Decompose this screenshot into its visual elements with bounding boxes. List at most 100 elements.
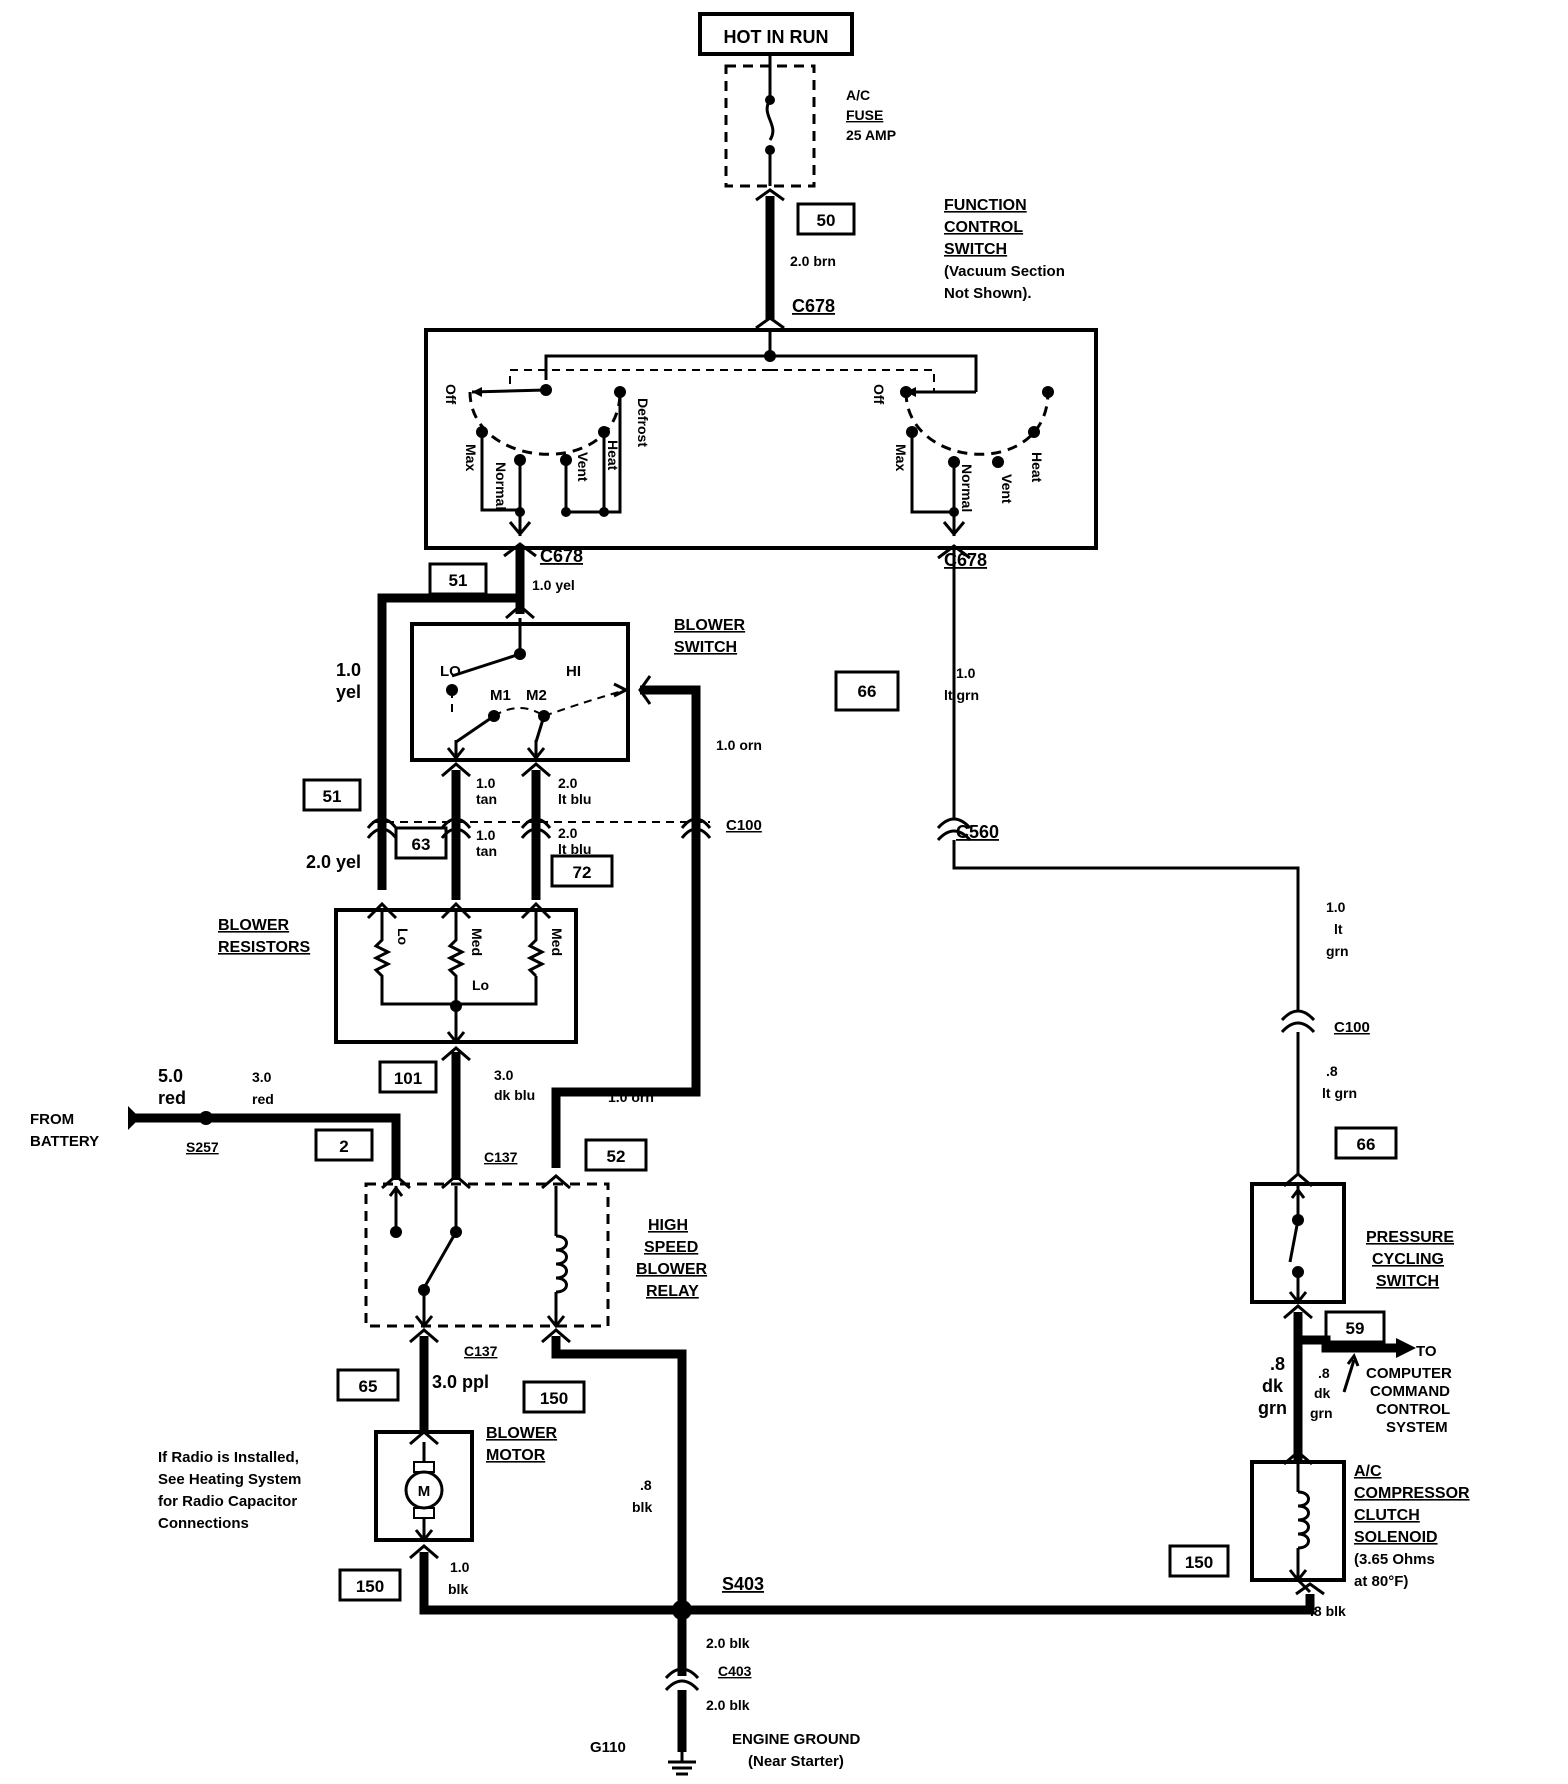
wire-ltgrn2-b: lt xyxy=(1334,921,1343,937)
wire-yel-left-1: 1.0 xyxy=(336,660,361,680)
circuit-box-101 xyxy=(378,1060,438,1094)
computer-label-3: COMMAND xyxy=(1370,1383,1450,1400)
blower-switch-m1: M1 xyxy=(490,687,511,704)
solenoid-label-6: at 80°F) xyxy=(1354,1573,1408,1590)
circuit-150a: 150 xyxy=(540,1389,568,1408)
computer-label-4: CONTROL xyxy=(1376,1401,1450,1418)
circuit-59: 59 xyxy=(1346,1319,1365,1338)
pos-left-max: Max xyxy=(463,444,479,471)
wire-blk1-a: 1.0 xyxy=(450,1559,470,1575)
circuit-box-150a xyxy=(522,1380,586,1414)
fcs-label-2: CONTROL xyxy=(944,219,1023,236)
circuit-box-72 xyxy=(550,854,614,888)
circuit-2: 2 xyxy=(339,1137,348,1156)
relay-label-4: RELAY xyxy=(646,1283,699,1300)
connector-c100-left: C100 xyxy=(726,817,762,834)
wire-blk8-a: .8 xyxy=(640,1477,652,1493)
circuit-box-59 xyxy=(1324,1310,1386,1344)
wire-dkblu-b: dk blu xyxy=(494,1087,535,1103)
hot-in-run-label: HOT IN RUN xyxy=(724,27,829,47)
circuit-box-66a xyxy=(834,670,900,712)
wire-red5-a: 5.0 xyxy=(158,1066,183,1086)
pos-right-normal: Normal xyxy=(959,464,975,512)
pressure-switch-label-3: SWITCH xyxy=(1376,1273,1439,1290)
connector-c678-left: C678 xyxy=(540,546,583,566)
circuit-box-63 xyxy=(394,826,448,860)
radio-note: If Radio is Installed, See Heating Syste… xyxy=(158,1449,301,1532)
radio-note-3: for Radio Capacitor xyxy=(158,1493,297,1510)
connector-c137-bottom: C137 xyxy=(464,1343,498,1359)
circuit-65: 65 xyxy=(359,1377,378,1396)
ground-label-1: ENGINE GROUND xyxy=(732,1731,861,1748)
circuit-66b: 66 xyxy=(1357,1135,1376,1154)
circuit-51b: 51 xyxy=(323,787,342,806)
pos-left-normal: Normal xyxy=(493,462,509,510)
connector-c560: C560 xyxy=(956,822,999,842)
blower-motor: M BLOWER MOTOR xyxy=(374,1425,558,1543)
circuit-box-66b xyxy=(1334,1126,1398,1160)
fcs-label-3: SWITCH xyxy=(944,241,1007,258)
computer-label-1: TO xyxy=(1416,1343,1437,1360)
fcs-note-1: (Vacuum Section xyxy=(944,263,1065,280)
function-control-switch: Off Max Normal Vent Heat Defrost Off Max… xyxy=(424,328,1098,550)
wire-blk1-b: blk xyxy=(448,1581,468,1597)
circuit-63: 63 xyxy=(412,835,431,854)
wire-ltblu1-a: 2.0 xyxy=(558,775,578,791)
blower-resistors: Lo Med Lo Med BLOWER RESISTORS xyxy=(218,901,578,1045)
pressure-switch-label-2: CYCLING xyxy=(1372,1251,1444,1268)
solenoid-label-3: CLUTCH xyxy=(1354,1507,1420,1524)
connector-c100-right: C100 xyxy=(1334,1019,1370,1036)
wire-ppl-label: 3.0 ppl xyxy=(432,1372,489,1392)
connector-c403: C403 xyxy=(718,1663,752,1679)
wire-orn1-label: 1.0 orn xyxy=(716,737,762,753)
wire-ltblu1-b: lt blu xyxy=(558,791,591,807)
resistor-lo: Lo xyxy=(395,928,411,945)
solenoid-label-5: (3.65 Ohms xyxy=(1354,1551,1435,1568)
ground-id: G110 xyxy=(590,1739,626,1756)
blower-resistors-label-2: RESISTORS xyxy=(218,939,311,956)
wire-blk2-a: 2.0 blk xyxy=(706,1635,750,1651)
circuit-box-150b xyxy=(338,1568,402,1602)
solenoid-label-4: SOLENOID xyxy=(1354,1529,1438,1546)
resistor-medlo-lo: Lo xyxy=(472,977,489,993)
wire-ltblu2-a: 2.0 xyxy=(558,825,578,841)
wire-ltgrn1-b: lt grn xyxy=(944,687,979,703)
pos-left-defrost: Defrost xyxy=(635,398,651,447)
pos-right-max: Max xyxy=(893,444,909,471)
wire-tan1-a: 1.0 xyxy=(476,775,496,791)
fuse-label-2: FUSE xyxy=(846,107,883,123)
wire-red3-a: 3.0 xyxy=(252,1069,272,1085)
circuit-72: 72 xyxy=(573,863,592,882)
wire-tan2-a: 1.0 xyxy=(476,827,496,843)
blower-motor-label-1: BLOWER xyxy=(486,1425,558,1442)
radio-note-4: Connections xyxy=(158,1515,249,1532)
pos-left-off: Off xyxy=(443,384,459,405)
circuit-box-50 xyxy=(796,202,856,236)
pos-left-vent: Vent xyxy=(575,452,591,482)
wire-dkgrn-left-1: .8 xyxy=(1270,1354,1285,1374)
connector-c678-top: C678 xyxy=(792,296,835,316)
circuit-box-150c xyxy=(1168,1544,1230,1578)
blower-switch-lo: LO xyxy=(440,663,461,680)
pressure-cycling-switch: PRESSURE CYCLING SWITCH xyxy=(1250,1172,1454,1305)
function-control-switch-label: FUNCTION CONTROL SWITCH (Vacuum Section … xyxy=(944,197,1065,302)
wire-ltgrn1-a: 1.0 xyxy=(956,665,976,681)
wire-ltgrn3-b: lt grn xyxy=(1322,1085,1357,1101)
pos-right-vent: Vent xyxy=(999,474,1015,504)
wire-dkblu-a: 3.0 xyxy=(494,1067,514,1083)
circuit-box-65 xyxy=(336,1368,400,1402)
blower-switch-hi: HI xyxy=(566,663,581,680)
circuit-51a: 51 xyxy=(449,571,468,590)
wire-red3-b: red xyxy=(252,1091,274,1107)
motor-symbol: M xyxy=(418,1483,431,1500)
computer-command-control-label: TO COMPUTER COMMAND CONTROL SYSTEM xyxy=(1366,1343,1452,1436)
circuit-box-51b xyxy=(302,778,362,812)
relay-label-3: BLOWER xyxy=(636,1261,708,1278)
circuit-150c: 150 xyxy=(1185,1553,1213,1572)
pos-right-heat: Heat xyxy=(1029,452,1045,483)
wire-red5-b: red xyxy=(158,1088,186,1108)
connector-c137-top: C137 xyxy=(484,1149,518,1165)
wire-yel2-label: 2.0 yel xyxy=(306,852,361,872)
pressure-switch-label-1: PRESSURE xyxy=(1366,1229,1454,1246)
